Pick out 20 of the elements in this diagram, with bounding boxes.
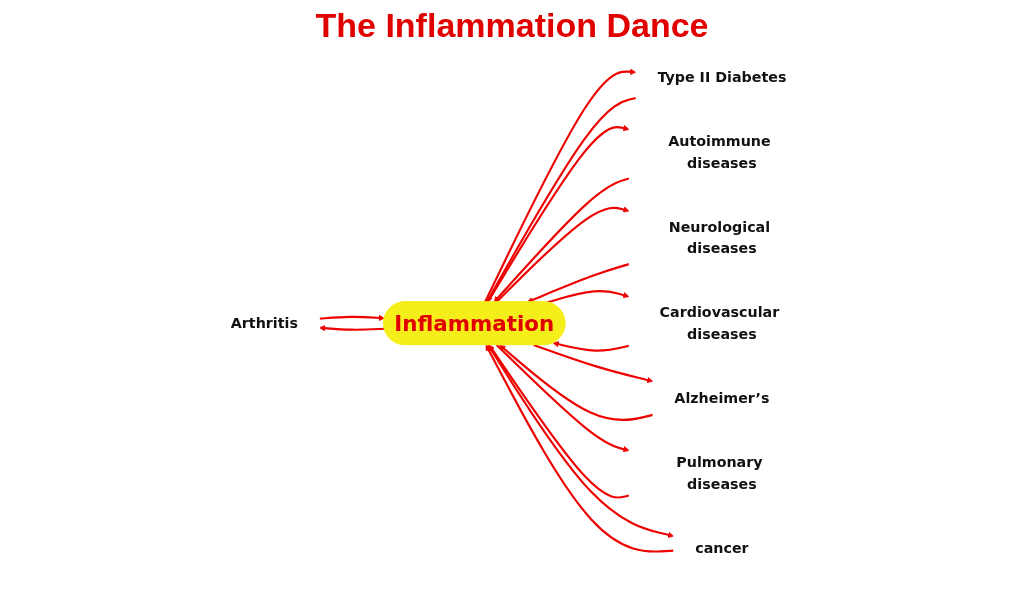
arrow [533, 343, 654, 383]
node-text: Cardiovascular diseases [659, 303, 780, 342]
arrow [488, 344, 630, 499]
node-text: Type II Diabetes [657, 68, 787, 86]
node-text: Arthritis [230, 314, 298, 332]
node-text: Neurological diseases [668, 217, 771, 257]
node-text: cancer [695, 538, 749, 556]
node-text: Alzheimer’s [674, 389, 770, 407]
arrow [319, 314, 385, 321]
arrow [526, 262, 630, 303]
arrow [552, 340, 630, 352]
arrow [547, 289, 630, 303]
arrow [495, 343, 630, 452]
arrow [319, 324, 385, 331]
arrow [499, 344, 654, 421]
arrow [495, 206, 630, 303]
node-text: Autoimmune diseases [668, 132, 771, 171]
node-text: Pulmonary diseases [676, 453, 763, 492]
diagram-title: The Inflammation Dance [314, 6, 710, 45]
arrow [493, 176, 630, 302]
